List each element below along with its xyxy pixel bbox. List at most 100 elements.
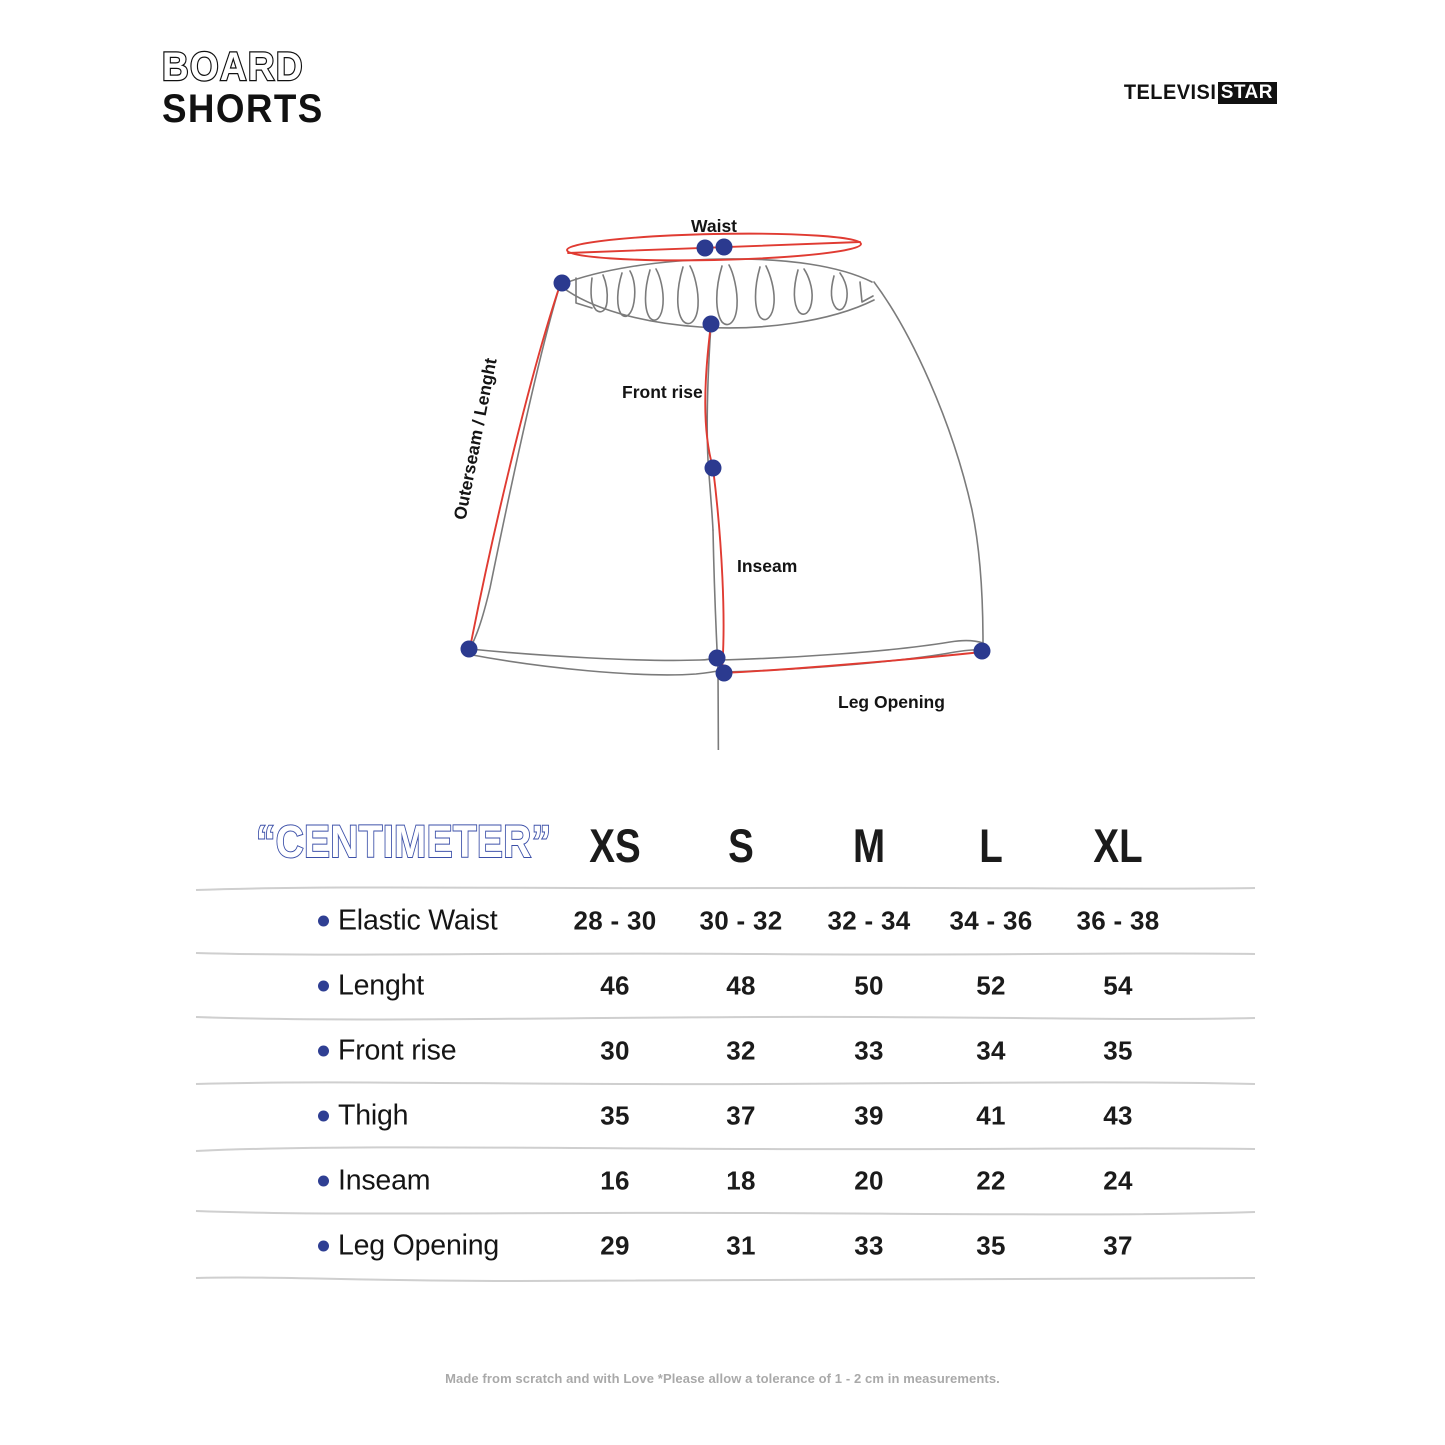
waistband-gather-7 xyxy=(793,268,813,315)
bullet-icon xyxy=(318,1110,329,1121)
marker-outerseam-bottom xyxy=(460,640,478,658)
cell-elastic-waist-xs: 28 - 30 xyxy=(573,905,657,935)
label-waist: Waist xyxy=(691,216,737,236)
row-label-text: Lenght xyxy=(338,969,424,1001)
right-leg-hem-front xyxy=(721,639,984,661)
marker-front-rise-top xyxy=(702,315,720,333)
row-label-inseam: Inseam xyxy=(318,1164,430,1197)
cell-front-rise-s: 32 xyxy=(726,1035,756,1065)
cell-front-rise-m: 33 xyxy=(854,1035,884,1065)
left-leg-hem-back xyxy=(466,653,723,676)
cell-thigh-m: 39 xyxy=(854,1100,884,1130)
brand-logo: BOARD SHORTS xyxy=(161,45,338,131)
waistband-gather-8 xyxy=(830,272,848,311)
cell-lenght-xl: 54 xyxy=(1103,970,1133,1000)
right-side-seam xyxy=(873,281,984,644)
row-label-text: Inseam xyxy=(338,1164,431,1196)
brand-line-board: BOARD xyxy=(161,45,304,89)
waistband-gather-3 xyxy=(644,268,664,321)
size-chart-table: “CENTIMETER” XS S M L XL Elastic Waist 2… xyxy=(0,810,1445,1283)
cell-front-rise-xs: 30 xyxy=(600,1035,630,1065)
table-row: Inseam 16 18 20 22 24 xyxy=(0,1148,1445,1213)
inseam-inner-line xyxy=(712,529,720,750)
waistband-gather-4 xyxy=(676,265,699,325)
table-row: Thigh 35 37 39 41 43 xyxy=(0,1083,1445,1148)
outerseam-measure-line xyxy=(469,284,561,649)
front-rise-measure-line xyxy=(704,323,714,469)
label-inseam: Inseam xyxy=(737,556,797,576)
cell-leg-opening-s: 31 xyxy=(726,1230,756,1260)
label-leg-opening: Leg Opening xyxy=(838,692,945,712)
waistband-gather-2 xyxy=(616,270,636,318)
cell-inseam-s: 18 xyxy=(726,1165,756,1195)
waistband-tab-left xyxy=(575,277,593,309)
waistband-bottom-edge xyxy=(561,286,875,329)
waistband-gather-5 xyxy=(715,264,738,326)
cell-lenght-m: 50 xyxy=(854,970,884,1000)
cell-inseam-xs: 16 xyxy=(600,1165,630,1195)
label-front-rise: Front rise xyxy=(622,382,703,402)
size-header-xl: XL xyxy=(1093,819,1143,872)
waist-measure-chord xyxy=(567,241,861,254)
marker-inseam-bottom xyxy=(708,649,726,667)
bullet-icon xyxy=(318,915,329,926)
size-header-l: L xyxy=(979,819,1003,872)
cell-thigh-xl: 43 xyxy=(1103,1100,1133,1130)
cell-lenght-s: 48 xyxy=(726,970,756,1000)
cell-leg-opening-xs: 29 xyxy=(600,1230,630,1260)
cell-front-rise-xl: 35 xyxy=(1103,1035,1133,1065)
marker-waist-center-right xyxy=(715,238,733,256)
cell-elastic-waist-xl: 36 - 38 xyxy=(1076,905,1160,935)
marker-front-rise-bottom xyxy=(704,459,722,477)
row-label-text: Thigh xyxy=(338,1099,409,1131)
cell-thigh-s: 37 xyxy=(726,1100,756,1130)
cell-lenght-l: 52 xyxy=(976,970,1006,1000)
row-label-thigh: Thigh xyxy=(318,1099,408,1132)
table-body: Elastic Waist 28 - 30 30 - 32 32 - 34 34… xyxy=(0,886,1445,1283)
televisi-text: TELEVISI xyxy=(1124,81,1217,104)
leg-opening-measure-line xyxy=(723,651,983,674)
marker-waist-left xyxy=(553,274,571,292)
label-outerseam: Outerseam / Lenght xyxy=(450,356,501,521)
marker-leg-opening-inner xyxy=(715,664,733,682)
bullet-icon xyxy=(318,1175,329,1186)
waistband-top-edge xyxy=(559,258,873,286)
row-label-leg-opening: Leg Opening xyxy=(318,1229,499,1262)
footer-note: Made from scratch and with Love *Please … xyxy=(445,1371,1000,1386)
row-label-lenght: Lenght xyxy=(318,969,424,1002)
table-row: Leg Opening 29 31 33 35 37 xyxy=(0,1213,1445,1278)
waist-measure-ellipse xyxy=(566,232,862,262)
cell-elastic-waist-s: 30 - 32 xyxy=(699,905,783,935)
unit-title: “CENTIMETER” xyxy=(255,815,552,868)
star-badge: STAR xyxy=(1217,82,1277,104)
inseam-measure-line xyxy=(712,467,725,671)
waistband-gather-6 xyxy=(754,265,775,321)
shorts-technical-drawing: Waist Front rise Inseam Leg Opening Oute… xyxy=(0,190,1445,750)
cell-thigh-xs: 35 xyxy=(600,1100,630,1130)
table-row: Front rise 30 32 33 34 35 xyxy=(0,1018,1445,1083)
marker-waist-center-left xyxy=(696,239,714,257)
size-header-s: S xyxy=(728,819,754,872)
row-label-elastic-waist: Elastic Waist xyxy=(318,904,498,937)
bullet-icon xyxy=(318,1045,329,1056)
left-leg-hem-front xyxy=(469,648,717,662)
cell-leg-opening-l: 35 xyxy=(976,1230,1006,1260)
waistband-gather-1 xyxy=(590,274,609,313)
waistband-tab-right xyxy=(859,281,874,303)
measurement-markers-group xyxy=(460,238,991,682)
cell-elastic-waist-m: 32 - 34 xyxy=(827,905,911,935)
cell-inseam-m: 20 xyxy=(854,1165,884,1195)
brand-line-shorts: SHORTS xyxy=(162,87,324,131)
table-row: Elastic Waist 28 - 30 30 - 32 32 - 34 34… xyxy=(0,888,1445,953)
size-header-m: M xyxy=(852,819,886,872)
cell-leg-opening-m: 33 xyxy=(854,1230,884,1260)
table-header-row: “CENTIMETER” XS S M L XL xyxy=(0,810,1445,888)
cell-front-rise-l: 34 xyxy=(976,1035,1006,1065)
row-label-text: Leg Opening xyxy=(338,1229,500,1261)
bullet-icon xyxy=(318,980,329,991)
cell-inseam-xl: 24 xyxy=(1103,1165,1133,1195)
cell-lenght-xs: 46 xyxy=(600,970,630,1000)
televisistar-logo: TELEVISI STAR xyxy=(1119,82,1277,104)
cell-leg-opening-xl: 37 xyxy=(1103,1230,1133,1260)
cell-elastic-waist-l: 34 - 36 xyxy=(949,905,1033,935)
